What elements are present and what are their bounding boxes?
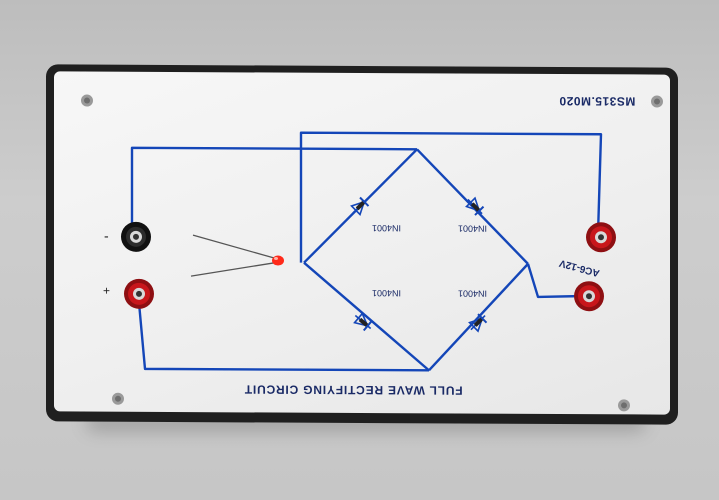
socket-positive-red[interactable] (124, 278, 154, 309)
circuit-panel: MS315.M020 FULL WAVE RECTIFYING CIRCUIT … (54, 71, 670, 415)
trace-top-negative (130, 146, 417, 232)
socket-ac-lower-red[interactable] (574, 281, 604, 312)
diode-label-4: IN4001 (458, 288, 488, 299)
trace-ac-top (299, 131, 603, 263)
diode-d3-symbol (353, 312, 373, 332)
screw-bottom-right (618, 399, 630, 412)
diode-label-2: IN4001 (458, 223, 488, 234)
screw-top-left (81, 94, 93, 107)
diode-d1-symbol (350, 196, 370, 216)
bridge-lower-left (303, 261, 430, 372)
led-component (190, 234, 284, 277)
diode-d4-symbol (468, 313, 488, 333)
trainer-board: MS315.M020 FULL WAVE RECTIFYING CIRCUIT … (46, 64, 678, 425)
bridge-lower-right (428, 263, 529, 372)
trace-ac-right (526, 263, 579, 299)
board-title-label: FULL WAVE RECTIFYING CIRCUIT (244, 382, 463, 398)
board-model-label: MS315.M020 (559, 94, 636, 109)
diode-d2-symbol (465, 196, 485, 216)
diode-label-3: IN4001 (372, 288, 402, 299)
trace-bottom-positive (136, 291, 429, 372)
socket-ac-upper-red[interactable] (586, 222, 616, 253)
circuit-drawing (81, 94, 663, 412)
minus-sign-label: - (104, 227, 109, 244)
diode-label-1: IN4001 (372, 223, 402, 234)
plus-sign-label: + (103, 283, 111, 298)
socket-negative-black[interactable] (121, 221, 151, 252)
screw-top-right (651, 95, 663, 108)
screw-bottom-left (112, 392, 124, 405)
